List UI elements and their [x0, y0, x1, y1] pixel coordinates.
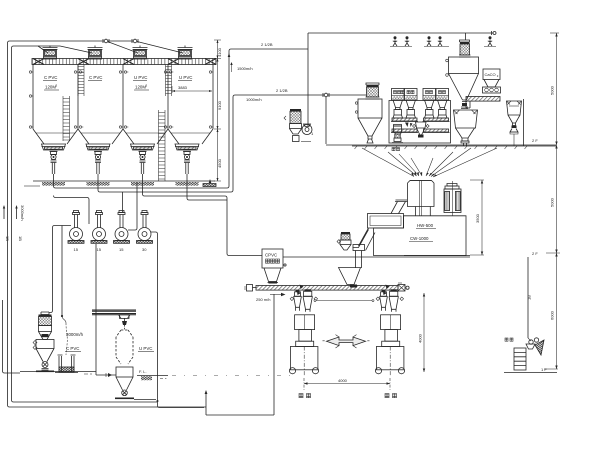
svg-text:6000: 6000 — [550, 310, 555, 320]
svg-text:1B: 1B — [5, 236, 10, 241]
svg-text:U PVC: U PVC — [134, 75, 147, 80]
svg-text:C PVC: C PVC — [66, 346, 79, 351]
svg-text:15: 15 — [74, 247, 79, 252]
svg-text:C PVC: C PVC — [89, 75, 102, 80]
svg-text:15: 15 — [97, 247, 102, 252]
svg-text:30: 30 — [142, 247, 147, 252]
svg-text:120M: 120M — [135, 85, 146, 90]
svg-text:5000: 5000 — [550, 85, 555, 95]
svg-text:3883: 3883 — [178, 85, 188, 90]
svg-text:CaCO: CaCO — [485, 72, 496, 77]
svg-text:15: 15 — [119, 247, 124, 252]
svg-text:250 m/h: 250 m/h — [256, 297, 270, 302]
svg-text:3000m/h: 3000m/h — [20, 205, 25, 221]
svg-text:2 F: 2 F — [532, 251, 538, 256]
svg-text:4000: 4000 — [418, 333, 423, 343]
svg-text:2 F: 2 F — [532, 138, 538, 143]
svg-text:1B: 1B — [18, 236, 23, 241]
svg-text:3: 3 — [497, 74, 499, 78]
svg-text:CPVC: CPVC — [265, 253, 277, 258]
svg-text:2 1/2B: 2 1/2B — [276, 88, 288, 93]
svg-text:3000m/h: 3000m/h — [66, 332, 84, 337]
svg-text:3: 3 — [146, 84, 148, 88]
svg-text:3500: 3500 — [475, 213, 480, 223]
svg-text:CW-1000: CW-1000 — [410, 236, 429, 241]
svg-text:U PVC: U PVC — [139, 346, 152, 351]
svg-text:F. L.: F. L. — [139, 369, 147, 374]
svg-text:4000: 4000 — [338, 378, 348, 383]
svg-text:1 F: 1 F — [541, 367, 547, 372]
svg-text:1B: 1B — [527, 295, 532, 300]
svg-text:9100: 9100 — [217, 100, 222, 110]
svg-text:1000m/h: 1000m/h — [246, 97, 262, 102]
svg-text:C PVC: C PVC — [44, 75, 57, 80]
svg-text:4500: 4500 — [217, 158, 222, 168]
svg-text:4100: 4100 — [217, 47, 222, 57]
svg-text:3: 3 — [56, 84, 58, 88]
svg-text:U PVC: U PVC — [179, 75, 192, 80]
svg-text:HW-500: HW-500 — [417, 223, 434, 228]
svg-text:1500m/h: 1500m/h — [237, 66, 253, 71]
svg-text:2 1/2B: 2 1/2B — [261, 42, 273, 47]
svg-text:120M: 120M — [45, 85, 56, 90]
svg-text:1: 1 — [311, 131, 314, 136]
svg-text:5000: 5000 — [550, 197, 555, 207]
